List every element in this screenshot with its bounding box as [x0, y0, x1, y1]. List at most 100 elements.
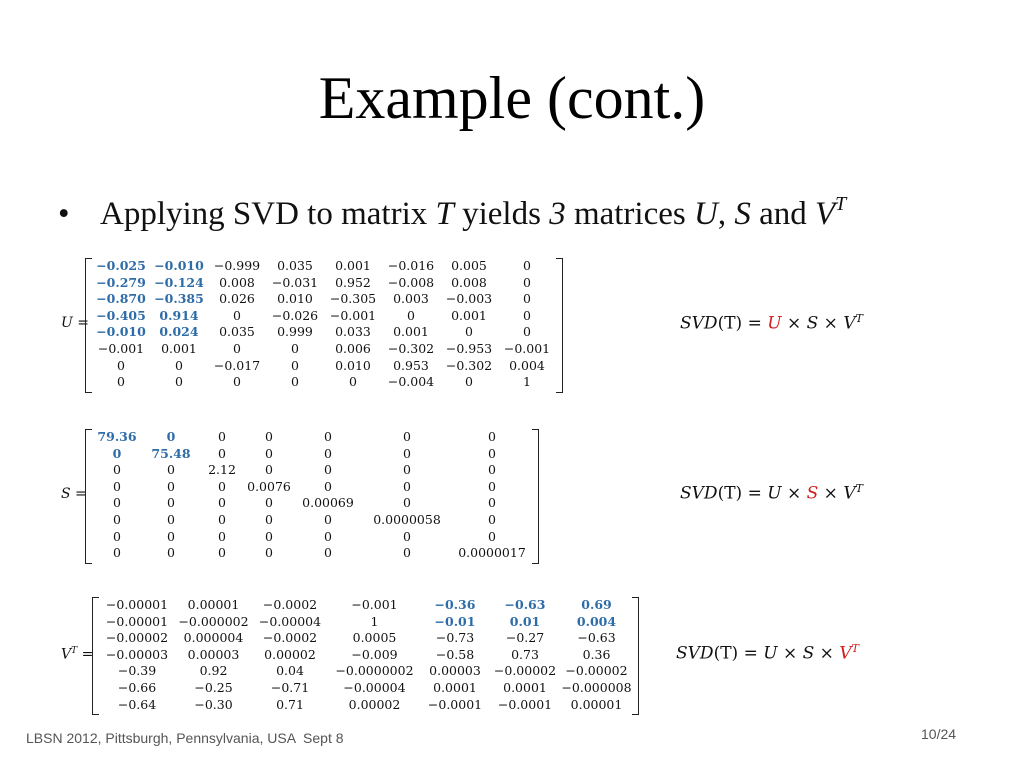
matrix-u-cell: −0.025	[96, 258, 146, 273]
bullet-marker: •	[58, 196, 70, 232]
matrix-vt-cell: 0.00001	[570, 696, 623, 712]
matrix-vt-right-bracket	[632, 597, 639, 716]
matrix-s-cell: 0	[265, 429, 273, 444]
formula-s: SVD(T) = U × S × VT	[680, 482, 863, 504]
matrix-u-cell: 0	[407, 307, 415, 323]
formula-u-s: S	[806, 313, 819, 334]
matrix-vt-cell: −0.39	[117, 663, 157, 679]
matrix-u-cell: 0	[349, 374, 357, 390]
matrix-u-cell: −0.001	[503, 340, 551, 356]
matrix-vt-cell: −0.00002	[565, 663, 628, 679]
matrix-u-cell: −0.279	[96, 274, 146, 290]
matrix-vt-cell: 0.00001	[187, 597, 240, 612]
matrix-u-cell: −0.001	[97, 340, 145, 356]
formula-s-s: S	[806, 483, 819, 504]
bullet-var-s: S	[734, 196, 751, 232]
formula-vt-lhs: SVD	[676, 643, 714, 664]
matrix-u-cell: 0	[523, 274, 531, 290]
matrix-u-cell: −0.305	[329, 291, 377, 307]
matrix-vt-cell: 0.00003	[429, 663, 481, 679]
matrix-u-cell: 0.001	[161, 340, 197, 356]
matrix-u-cell: −0.302	[387, 340, 435, 356]
matrix-vt-cell: 0.36	[582, 646, 611, 662]
matrix-vt-cell: −0.63	[577, 630, 616, 646]
matrix-vt-cell: −0.36	[434, 597, 476, 612]
matrix-vt-cell: −0.25	[194, 679, 233, 695]
matrix-u-cell: 0.008	[219, 274, 255, 290]
matrix-u-cell: 0.035	[219, 324, 255, 340]
matrix-u-cell: 0.010	[335, 357, 371, 373]
matrix-vt-label: VT =	[61, 646, 93, 663]
matrix-vt-cell: −0.000002	[178, 613, 249, 629]
matrix-u-cell: 0.001	[451, 307, 487, 323]
formula-s-u: U	[767, 483, 782, 504]
matrix-u-cell: −0.010	[154, 258, 204, 273]
matrix-vt-cell: 0.69	[581, 597, 612, 612]
bullet-text-3: matrices	[565, 196, 694, 232]
matrix-s-cell: 0	[324, 478, 332, 494]
matrix-u-cell: 0.010	[277, 291, 313, 307]
matrix-s-cell: 0	[265, 528, 273, 544]
bullet-text-2: yields	[453, 196, 550, 232]
matrix-u-label: U =	[61, 315, 89, 331]
matrix-u-cell: −0.017	[213, 357, 261, 373]
matrix-vt-cell: 0.0001	[503, 679, 547, 695]
matrix-s-cell: 0	[113, 511, 121, 527]
matrix-u-cell: 0.024	[159, 324, 199, 340]
formula-vt-times-2: ×	[814, 643, 840, 664]
bullet-text-1: Applying SVD to matrix	[100, 196, 436, 232]
matrix-vt-cell: −0.00003	[105, 646, 169, 662]
matrix-u-cell: 0	[117, 374, 125, 390]
formula-s-sup: T	[855, 482, 863, 495]
matrix-vt-cell: 0.01	[509, 613, 541, 629]
matrix-u-cell: 0	[233, 340, 241, 356]
formula-u-lhs: SVD	[680, 313, 718, 334]
matrix-u-cell: −0.999	[213, 258, 261, 273]
matrix-u-cell: 0	[117, 357, 125, 373]
matrix-s-cell: 0	[218, 445, 226, 461]
matrix-s-cell: 0.0000017	[458, 545, 526, 561]
matrix-s-cell: 0	[167, 478, 175, 494]
matrix-u-cell: −0.405	[96, 307, 146, 323]
formula-vt-v: V	[839, 643, 852, 664]
matrix-vt-cell: 0.00002	[264, 646, 316, 662]
matrix-s-cell: 0	[324, 545, 332, 561]
matrix-vt-cell: −0.00001	[105, 613, 169, 629]
matrix-s-cell: 0	[113, 495, 121, 511]
matrix-u-cell: −0.003	[445, 291, 493, 307]
matrix-s-cell: 0	[324, 429, 332, 444]
matrix-u-cell: 0	[523, 291, 531, 307]
matrix-u-cell: 0.033	[335, 324, 371, 340]
matrix-s-cell: 0	[488, 429, 496, 444]
matrix-vt-cell: 0.000004	[183, 630, 244, 646]
matrix-vt-cell: −0.00002	[493, 663, 557, 679]
matrix-u-cell: 0.003	[393, 291, 429, 307]
matrix-s-cell: 0	[167, 528, 175, 544]
slide-title: Example (cont.)	[318, 65, 706, 131]
matrix-s-cell: 0	[488, 478, 496, 494]
matrix-vt-cell: 0.0005	[352, 630, 397, 646]
matrix-s-cell: 75.48	[151, 445, 191, 461]
formula-u-times-2: ×	[818, 313, 844, 334]
matrix-s-cell: 0	[488, 511, 496, 527]
formula-vt: SVD(T) = U × S × VT	[676, 642, 859, 664]
formula-s-lhs: SVD	[680, 483, 718, 504]
matrix-s-cell: 2.12	[208, 462, 236, 478]
bullet-text-and: and	[750, 196, 815, 232]
matrix-vt-cell: 0.71	[276, 696, 304, 712]
matrix-s-cell: 0	[324, 528, 332, 544]
